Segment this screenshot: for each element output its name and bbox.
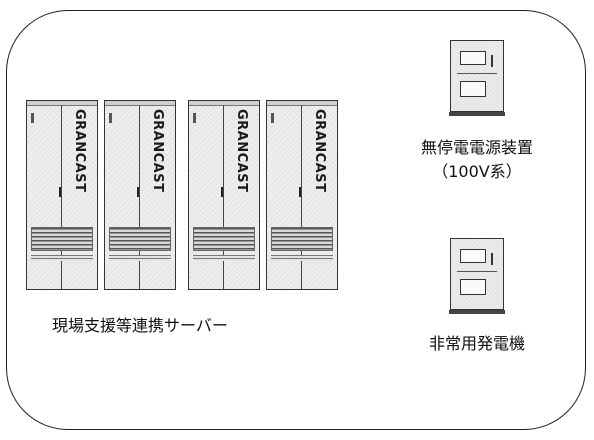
server-rack: GRANCAST <box>188 100 260 290</box>
generator-panel-bottom <box>460 279 486 295</box>
server-rack: GRANCAST <box>26 100 98 290</box>
rack-top <box>27 101 97 106</box>
rack-top <box>105 101 175 106</box>
rack-brand-label: GRANCAST <box>234 109 249 193</box>
generator-base <box>449 310 505 314</box>
rack-vents-lower <box>271 255 333 261</box>
rack-brand-label: GRANCAST <box>150 109 165 193</box>
rack-door-left <box>27 105 62 289</box>
rack-vents <box>109 227 171 251</box>
rack-tag <box>31 113 34 123</box>
rack-vents-lower <box>31 255 93 261</box>
ups-divider <box>457 73 497 74</box>
rack-vents <box>31 227 93 251</box>
enclosure-frame <box>6 10 586 430</box>
rack-handle <box>59 187 61 197</box>
ups-panel-bottom <box>460 81 486 97</box>
ups-panel-top <box>460 51 486 65</box>
rack-vents-lower <box>193 255 255 261</box>
rack-door-left <box>267 105 302 289</box>
rack-tag <box>271 113 274 123</box>
rack-top <box>189 101 259 106</box>
rack-handle <box>221 187 223 197</box>
rack-door-left <box>189 105 224 289</box>
ups-unit-icon <box>449 40 505 116</box>
ups-label-line2: （100V系） <box>432 162 522 181</box>
server-rack: GRANCAST <box>104 100 176 290</box>
generator-panel-top <box>460 249 486 263</box>
rack-tag <box>109 113 112 123</box>
rack-brand-label: GRANCAST <box>72 109 87 193</box>
rack-tag <box>193 113 196 123</box>
servers-label: 現場支援等連携サーバー <box>52 316 228 335</box>
rack-handle <box>299 187 301 197</box>
ups-label-line1: 無停電電源装置 <box>420 138 534 157</box>
generator-divider <box>457 271 497 272</box>
server-rack: GRANCAST <box>266 100 338 290</box>
rack-vents <box>193 227 255 251</box>
generator-unit-icon <box>449 238 505 314</box>
rack-top <box>267 101 337 106</box>
ups-switch <box>491 55 493 67</box>
rack-brand-label: GRANCAST <box>312 109 327 193</box>
rack-vents-lower <box>109 255 171 261</box>
ups-base <box>449 112 505 116</box>
rack-vents <box>271 227 333 251</box>
generator-label: 非常用発電機 <box>428 334 526 353</box>
generator-switch <box>491 253 493 265</box>
rack-door-left <box>105 105 140 289</box>
rack-handle <box>137 187 139 197</box>
